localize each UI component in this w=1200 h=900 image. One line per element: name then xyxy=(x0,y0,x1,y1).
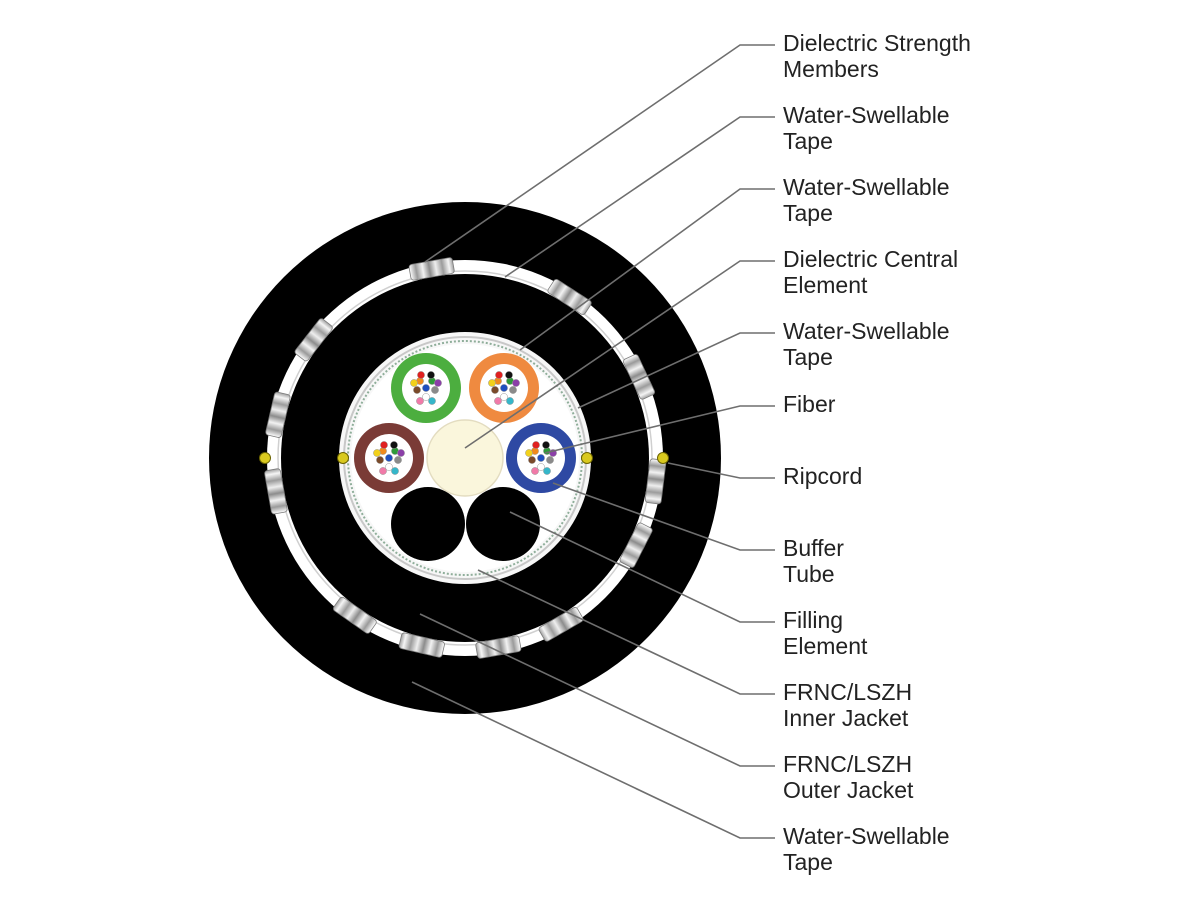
leader-line xyxy=(544,405,775,454)
buffer-tubes xyxy=(354,353,576,493)
label-fiber: Fiber xyxy=(783,391,836,417)
fiber xyxy=(385,463,393,471)
fiber xyxy=(500,393,508,401)
fiber xyxy=(431,386,439,394)
ripcord xyxy=(259,452,271,464)
fiber xyxy=(512,379,520,387)
dielectric-strength-member xyxy=(264,468,288,515)
dielectric-central-element xyxy=(426,419,504,497)
label-water-swellable-tape: Water-Swellable Tape xyxy=(783,174,950,226)
fiber xyxy=(410,379,418,387)
label-ripcord: Ripcord xyxy=(783,463,863,489)
leader-line xyxy=(424,44,775,263)
dielectric-strength-member xyxy=(623,354,655,400)
label-filling-element: Filling Element xyxy=(783,607,868,659)
fiber xyxy=(505,371,513,379)
fiber xyxy=(495,371,503,379)
fiber xyxy=(500,384,508,392)
dielectric-strength-member xyxy=(619,522,653,568)
fiber xyxy=(506,397,514,405)
ripcord xyxy=(657,452,669,464)
leader-line xyxy=(577,332,775,409)
fiber xyxy=(385,454,393,462)
dielectric-strength-member xyxy=(475,635,522,659)
leader-line xyxy=(411,681,775,839)
leader-line xyxy=(509,511,775,623)
dielectric-strength-member xyxy=(538,607,584,642)
fiber xyxy=(380,441,388,449)
outer-tape-edge xyxy=(277,270,653,646)
dielectric-strength-member xyxy=(333,596,377,634)
fiber xyxy=(428,397,436,405)
leader-line xyxy=(477,569,775,695)
fiber xyxy=(397,449,405,457)
leader-line xyxy=(519,188,775,351)
fiber xyxy=(532,441,540,449)
fiber xyxy=(509,386,517,394)
fiber xyxy=(373,449,381,457)
fiber xyxy=(417,371,425,379)
fiber xyxy=(422,393,430,401)
label-outer-jacket: FRNC/LSZH Outer Jacket xyxy=(783,751,914,803)
fiber xyxy=(542,441,550,449)
fiber xyxy=(543,467,551,475)
label-water-swellable-tape: Water-Swellable Tape xyxy=(783,318,950,370)
label-inner-jacket: FRNC/LSZH Inner Jacket xyxy=(783,679,913,731)
label-water-swellable-tape: Water-Swellable Tape xyxy=(783,102,950,154)
fiber xyxy=(491,386,499,394)
label-water-swellable-tape: Water-Swellable Tape xyxy=(783,823,950,875)
fiber xyxy=(379,467,387,475)
label-dielectric-strength-members: Dielectric Strength Members xyxy=(783,30,971,82)
fiber xyxy=(525,449,533,457)
fiber xyxy=(488,379,496,387)
leader-line xyxy=(552,482,775,551)
fiber xyxy=(494,397,502,405)
fiber xyxy=(413,386,421,394)
ripcord xyxy=(337,452,349,464)
fiber xyxy=(537,463,545,471)
fiber xyxy=(531,467,539,475)
leader-line xyxy=(464,260,775,449)
leader-line xyxy=(419,613,775,767)
fiber xyxy=(376,456,384,464)
filling-element xyxy=(466,487,540,561)
fiber xyxy=(537,454,545,462)
ripcord xyxy=(581,452,593,464)
dielectric-strength-member xyxy=(408,257,455,281)
label-buffer-tube: Buffer Tube xyxy=(783,535,844,587)
dielectric-strength-member xyxy=(398,632,445,658)
fiber xyxy=(391,467,399,475)
leader-line xyxy=(667,462,775,479)
fiber xyxy=(416,397,424,405)
dielectric-strength-member xyxy=(294,318,333,362)
fiber xyxy=(528,456,536,464)
label-dielectric-central-element: Dielectric Central Element xyxy=(783,246,959,298)
dielectric-strength-member xyxy=(265,391,291,438)
filling-element xyxy=(391,487,465,561)
fiber xyxy=(394,456,402,464)
ripcords xyxy=(259,452,669,464)
leader-lines xyxy=(411,44,775,839)
fiber xyxy=(434,379,442,387)
fiber xyxy=(390,441,398,449)
fiber xyxy=(546,456,554,464)
fiber xyxy=(422,384,430,392)
dielectric-strength-members xyxy=(264,257,667,659)
leader-line xyxy=(504,116,775,278)
fiber xyxy=(427,371,435,379)
